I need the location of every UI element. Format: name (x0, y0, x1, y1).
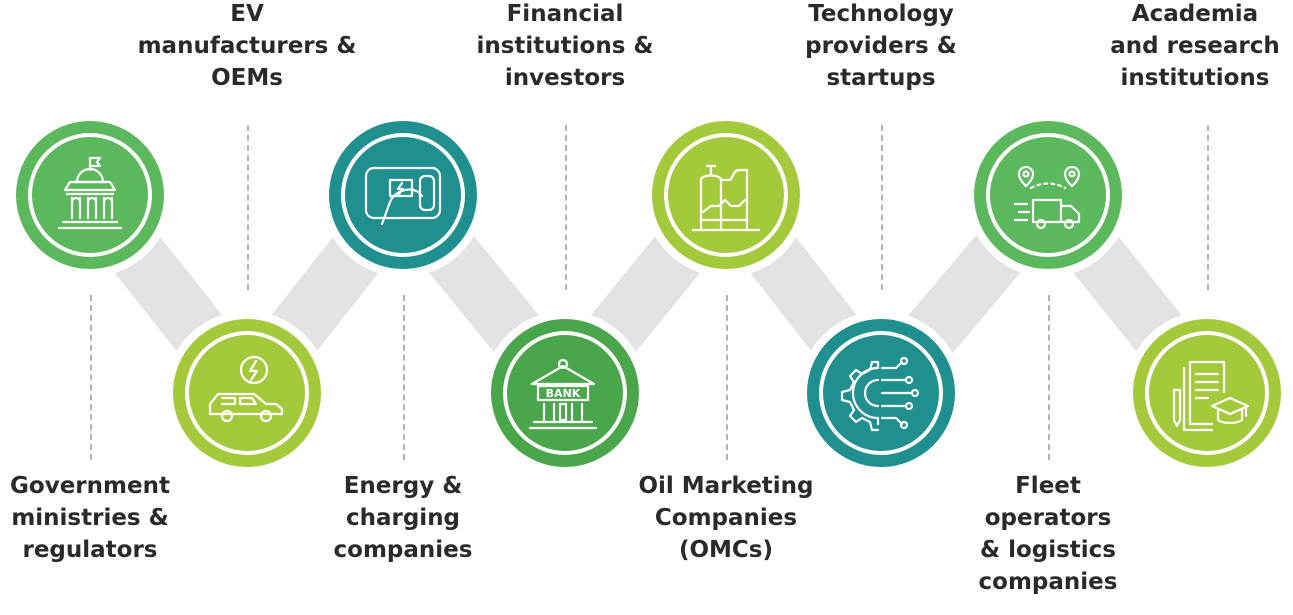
dashed-connector (881, 125, 883, 290)
label-ev-manufacturers: EV manufacturers & OEMs (137, 1, 357, 91)
dashed-connector (247, 125, 249, 290)
dashed-connector (90, 295, 92, 460)
dashed-connector (1207, 125, 1209, 290)
ev-car-icon (202, 348, 292, 438)
label-financial: Financial institutions & investors (476, 1, 654, 91)
dashed-connector (403, 295, 405, 460)
label-omcs: Oil Marketing Companies (OMCs) (638, 473, 814, 563)
oil-refinery-icon (681, 150, 771, 240)
charging-plug-icon (358, 150, 448, 240)
dashed-connector (726, 295, 728, 460)
government-building-icon (45, 150, 135, 240)
label-academia: Academia and research institutions (1110, 1, 1280, 91)
label-energy-charging: Energy & charging companies (333, 473, 473, 563)
label-technology: Technology providers & startups (805, 1, 957, 91)
dashed-connector (565, 125, 567, 290)
delivery-truck-route-icon (1003, 150, 1093, 240)
research-graduation-icon (1162, 348, 1252, 438)
tech-gear-circuit-icon (836, 348, 926, 438)
label-government: Government ministries & regulators (10, 473, 170, 563)
label-fleet: Fleet operators & logistics companies (978, 473, 1118, 595)
dashed-connector (1048, 295, 1050, 460)
node-disc (668, 137, 784, 253)
svg-text:BANK: BANK (546, 387, 581, 400)
bank-icon: BANK (518, 348, 608, 438)
node-disc (990, 137, 1106, 253)
